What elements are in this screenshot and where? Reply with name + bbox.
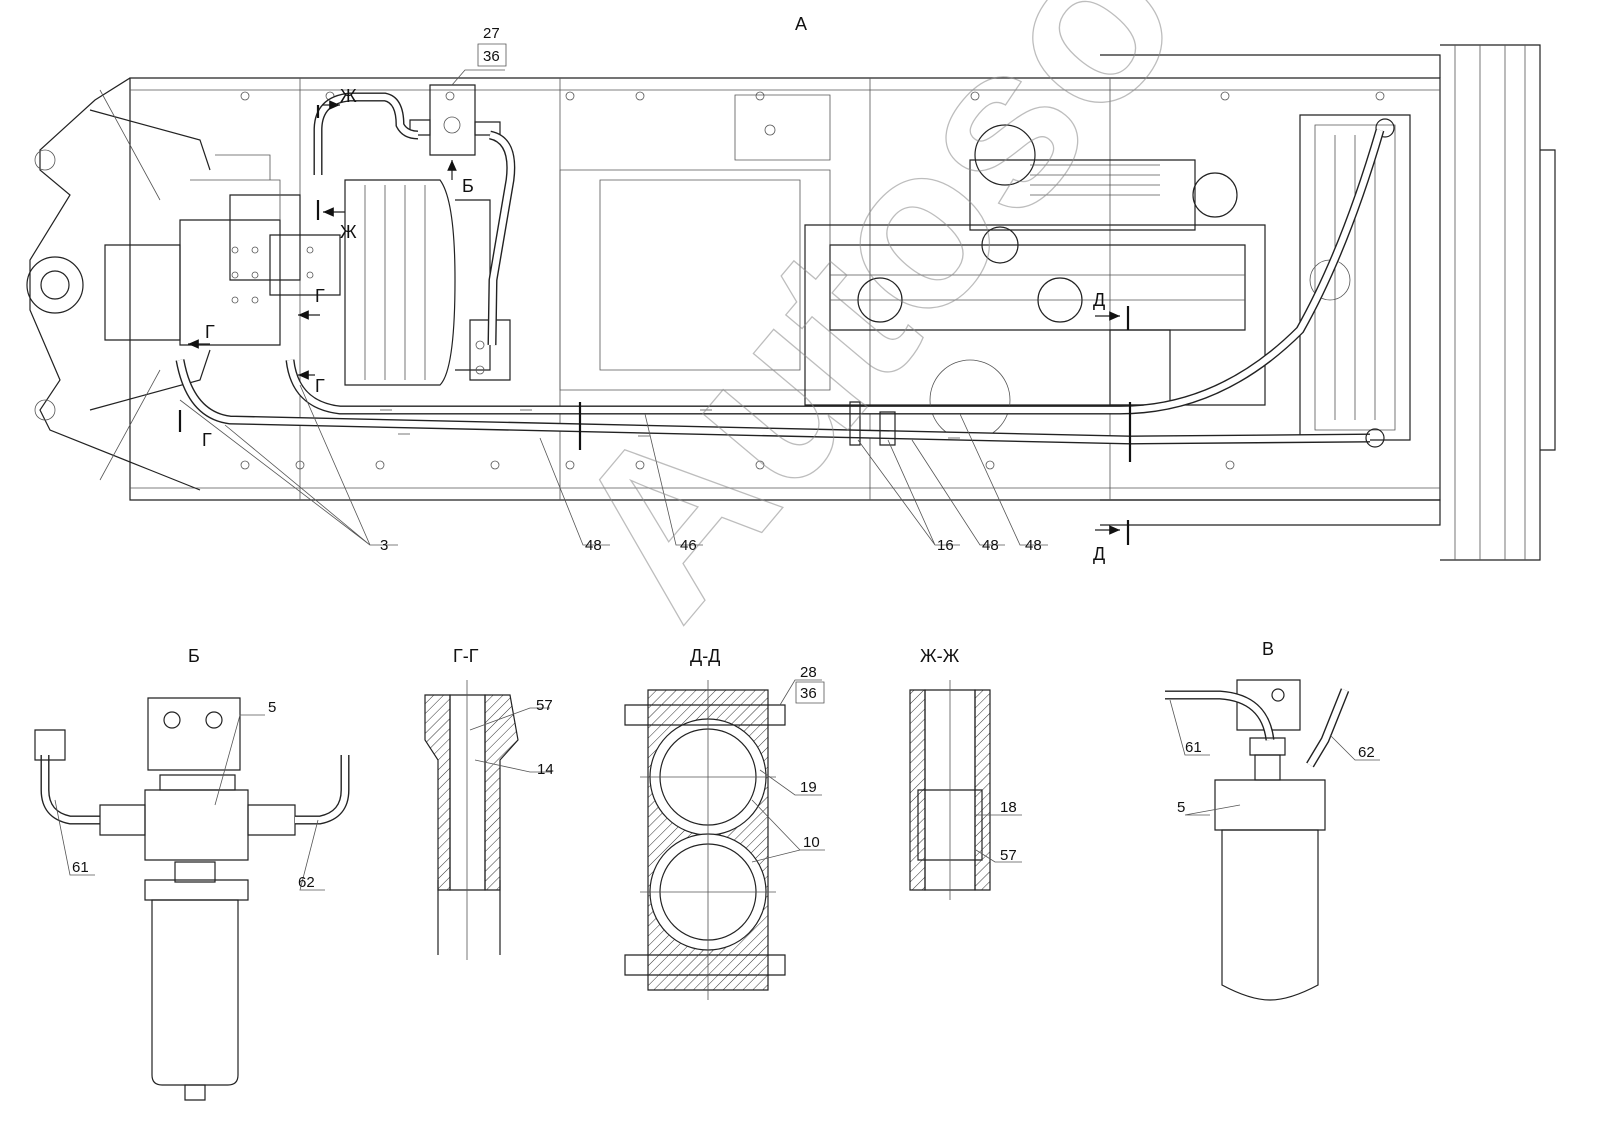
detail-gg-label-14: 14	[537, 761, 554, 778]
detail-v-label-5: 5	[1177, 799, 1185, 816]
hydraulic-hoses	[175, 92, 1385, 462]
hydraulic-valve-block	[104, 154, 341, 346]
detail-dd: Д-Д 28 36 19 10	[624, 646, 825, 1000]
section-marker-g1: Г	[315, 286, 325, 306]
callout-48-a: 48	[585, 537, 602, 554]
callout-3: 3	[380, 537, 388, 554]
detail-dd-label-36: 36	[800, 685, 817, 702]
section-marker-zh-top: Ж	[340, 86, 357, 106]
detail-zhzh-title: Ж-Ж	[920, 646, 960, 666]
detail-gg-label-57: 57	[536, 697, 553, 714]
engine	[804, 124, 1266, 441]
callout-48-b: 48	[982, 537, 999, 554]
callouts: 27 36 3 48 46 16 48 48	[179, 25, 1048, 554]
section-marker-g2: Г	[205, 322, 215, 342]
section-marker-d2: Д	[1093, 544, 1105, 564]
detail-dd-title: Д-Д	[690, 646, 720, 666]
detail-b-label-5: 5	[268, 699, 276, 716]
detail-zhzh: Ж-Ж 18 57	[909, 646, 1022, 900]
callout-36: 36	[483, 48, 500, 65]
callout-48-c: 48	[1025, 537, 1042, 554]
detail-zhzh-label-57: 57	[1000, 847, 1017, 864]
detail-v: В 61 62 5	[1165, 639, 1380, 1001]
section-marker-zh-mid: Ж	[340, 222, 357, 242]
watermark: Autoso	[520, 0, 1227, 662]
transmission	[344, 179, 511, 386]
main-view-a: А	[26, 14, 1556, 564]
detail-dd-label-28: 28	[800, 664, 817, 681]
detail-gg: Г-Г 57 14	[424, 646, 554, 960]
detail-b-label-61: 61	[72, 859, 89, 876]
detail-b-title: Б	[188, 646, 200, 666]
section-marker-b: Б	[462, 176, 474, 196]
oil-filter-unit	[409, 84, 501, 156]
detail-zhzh-label-18: 18	[1000, 799, 1017, 816]
detail-b-label-62: 62	[298, 874, 315, 891]
front-hitch	[26, 77, 211, 491]
detail-v-label-62: 62	[1358, 744, 1375, 761]
detail-gg-title: Г-Г	[453, 646, 479, 666]
callout-27: 27	[483, 25, 500, 42]
section-markers: Ж Ж Б Г Г Г Г Д Д	[178, 86, 1130, 564]
detail-dd-label-19: 19	[800, 779, 817, 796]
detail-v-title: В	[1262, 639, 1274, 659]
section-marker-g3: Г	[315, 376, 325, 396]
callout-16: 16	[937, 537, 954, 554]
section-marker-d1: Д	[1093, 290, 1105, 310]
radiator	[1299, 114, 1411, 441]
detail-dd-label-10: 10	[803, 834, 820, 851]
watermark-text: Autoso	[521, 0, 1227, 661]
section-marker-g4: Г	[202, 430, 212, 450]
view-a-title: А	[795, 14, 807, 34]
detail-b: Б 5 61 62	[34, 646, 350, 1101]
vehicle-frame	[129, 44, 1556, 561]
detail-v-label-61: 61	[1185, 739, 1202, 756]
callout-46: 46	[680, 537, 697, 554]
